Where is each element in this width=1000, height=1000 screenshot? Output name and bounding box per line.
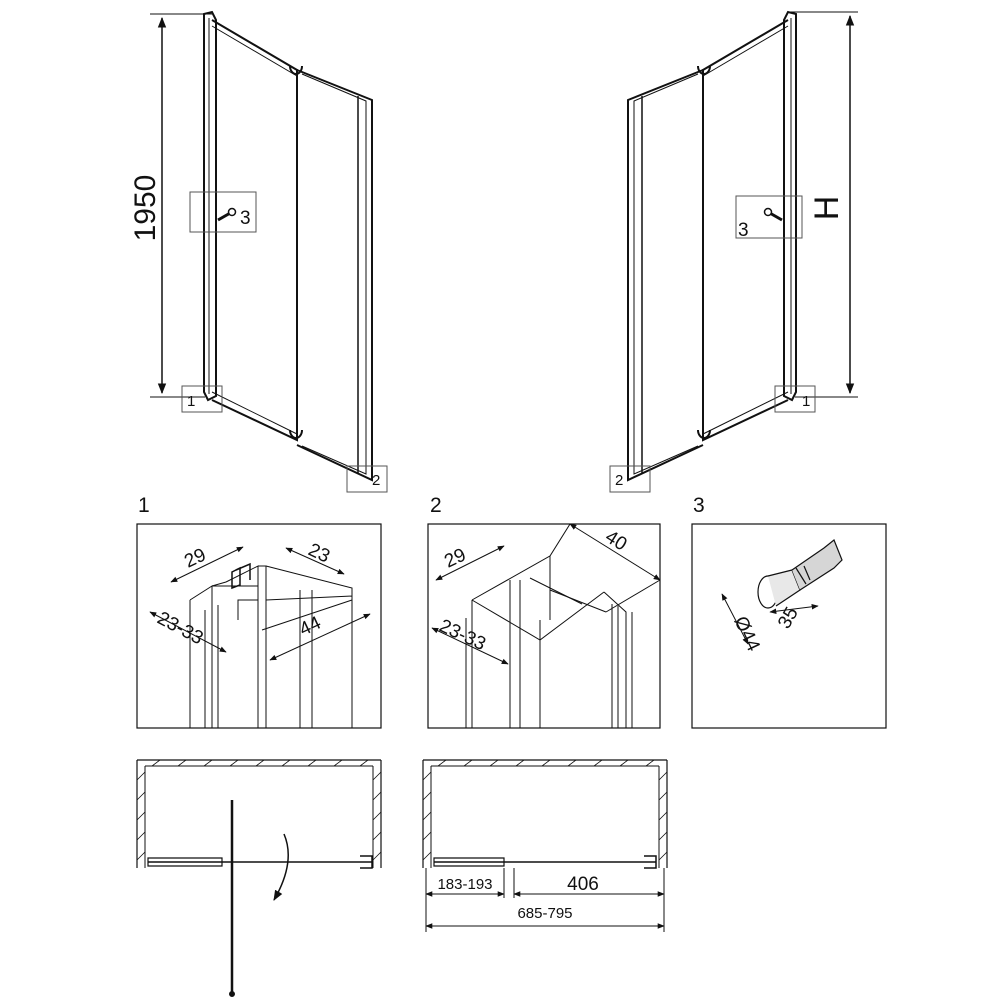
- callout-label-2: 2: [372, 472, 380, 489]
- detail-3-knob: [757, 539, 843, 609]
- plan-dim-406: 406: [567, 874, 599, 895]
- detail-1-frame: [136, 523, 382, 729]
- callout-label-1: 1: [802, 393, 810, 410]
- callout-label-3: 3: [240, 208, 251, 229]
- detail-1-dimension-lines: [149, 546, 371, 661]
- callout-box-3-left: [189, 191, 257, 233]
- callout-box-3-right: [735, 195, 803, 239]
- plan-left-swing-door: [136, 759, 382, 997]
- detail-2-dimension-lines: [431, 523, 661, 665]
- detail-1-dim-29: 29: [181, 545, 209, 573]
- detail-2-dim-40: 40: [601, 526, 630, 555]
- callout-box-2-left: [346, 465, 388, 493]
- detail-3-frame: [691, 523, 887, 729]
- detail-1-dim-23: 23: [305, 539, 333, 567]
- detail-2-dim-29: 29: [441, 545, 469, 573]
- callout-box-2-right: [609, 465, 651, 493]
- callout-label-3: 3: [738, 220, 749, 241]
- detail-2-dim-23-33: 23-33: [436, 615, 489, 655]
- callout-label-2: 2: [615, 472, 623, 489]
- plan-dim-183-193: 183-193: [437, 876, 492, 893]
- callout-box-1-left: [181, 385, 223, 413]
- plan-dim-685-795: 685-795: [517, 905, 572, 922]
- detail-3-dim-diameter-44: Ø44: [729, 613, 763, 655]
- detail-2-frame: [427, 523, 661, 729]
- plan-right-sliding-door: [422, 759, 668, 932]
- callout-label-1: 1: [187, 393, 195, 410]
- callout-box-1-right: [774, 385, 816, 413]
- detail-2-title: 2: [430, 494, 442, 517]
- detail-2-profile: [465, 555, 633, 728]
- height-variable-label: H: [808, 196, 846, 221]
- right-door-elevation: [627, 10, 858, 482]
- detail-3-title: 3: [693, 494, 705, 517]
- detail-1-title: 1: [138, 494, 150, 517]
- height-dimension-label: 1950: [129, 175, 162, 242]
- left-door-elevation: [150, 10, 373, 482]
- detail-3-dimension-lines: [721, 593, 819, 645]
- detail-1-dim-23-33: 23-33: [154, 608, 207, 649]
